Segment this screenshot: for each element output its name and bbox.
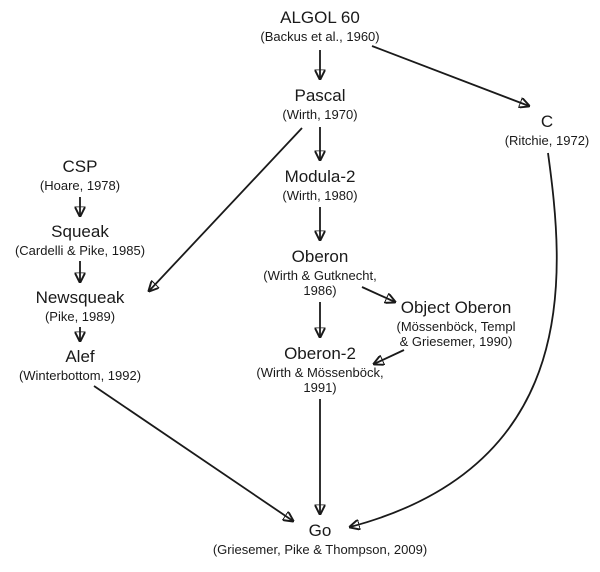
node-alef-citation: (Winterbottom, 1992)	[18, 368, 142, 383]
node-csp: CSP (Hoare, 1978)	[0, 157, 160, 193]
node-modula2-citation: (Wirth, 1980)	[282, 188, 358, 203]
edge-alef-to-go	[93, 385, 293, 521]
node-objectoberon-citation: (Mössenböck, Templ & Griesemer, 1990)	[396, 319, 516, 349]
node-csp-citation: (Hoare, 1978)	[39, 178, 121, 193]
node-alef-label: Alef	[65, 347, 95, 366]
node-algol60-citation: (Backus et al., 1960)	[260, 29, 380, 44]
node-oberon2-citation: (Wirth & Mössenböck, 1991)	[256, 365, 384, 395]
node-c-citation: (Ritchie, 1972)	[504, 133, 590, 148]
edge-objectoberon-to-oberon2	[374, 349, 405, 364]
node-csp-label: CSP	[62, 157, 98, 176]
node-algol60: ALGOL 60 (Backus et al., 1960)	[210, 8, 430, 44]
edge-pascal-to-newsqueak	[149, 127, 303, 291]
node-newsqueak-citation: (Pike, 1989)	[44, 309, 116, 324]
edge-c-to-go	[350, 152, 558, 527]
node-modula2: Modula-2 (Wirth, 1980)	[230, 167, 410, 203]
node-oberon-label: Oberon	[291, 247, 349, 266]
node-c: C (Ritchie, 1972)	[477, 112, 600, 148]
node-modula2-label: Modula-2	[284, 167, 356, 186]
node-squeak: Squeak (Cardelli & Pike, 1985)	[0, 222, 175, 258]
node-pascal-label: Pascal	[294, 86, 346, 105]
node-go: Go (Griesemer, Pike & Thompson, 2009)	[180, 521, 460, 557]
node-pascal-citation: (Wirth, 1970)	[282, 107, 358, 122]
node-oberon2-label: Oberon-2	[284, 344, 356, 363]
node-algol60-label: ALGOL 60	[280, 8, 360, 27]
edge-algol60-to-c	[371, 45, 529, 106]
edge-oberon-to-objectoberon	[361, 286, 395, 302]
node-objectoberon-label: Object Oberon	[400, 298, 512, 317]
node-oberon2: Oberon-2 (Wirth & Mössenböck, 1991)	[225, 344, 415, 395]
node-go-label: Go	[308, 521, 332, 540]
node-newsqueak: Newsqueak (Pike, 1989)	[0, 288, 165, 324]
node-oberon-citation: (Wirth & Gutknecht, 1986)	[263, 268, 377, 298]
node-squeak-citation: (Cardelli & Pike, 1985)	[14, 243, 146, 258]
node-newsqueak-label: Newsqueak	[35, 288, 125, 307]
node-oberon: Oberon (Wirth & Gutknecht, 1986)	[225, 247, 415, 298]
node-objectoberon: Object Oberon (Mössenböck, Templ & Gries…	[361, 298, 551, 349]
node-c-label: C	[540, 112, 554, 131]
node-go-citation: (Griesemer, Pike & Thompson, 2009)	[212, 542, 428, 557]
node-pascal: Pascal (Wirth, 1970)	[230, 86, 410, 122]
node-alef: Alef (Winterbottom, 1992)	[0, 347, 175, 383]
node-squeak-label: Squeak	[51, 222, 109, 241]
